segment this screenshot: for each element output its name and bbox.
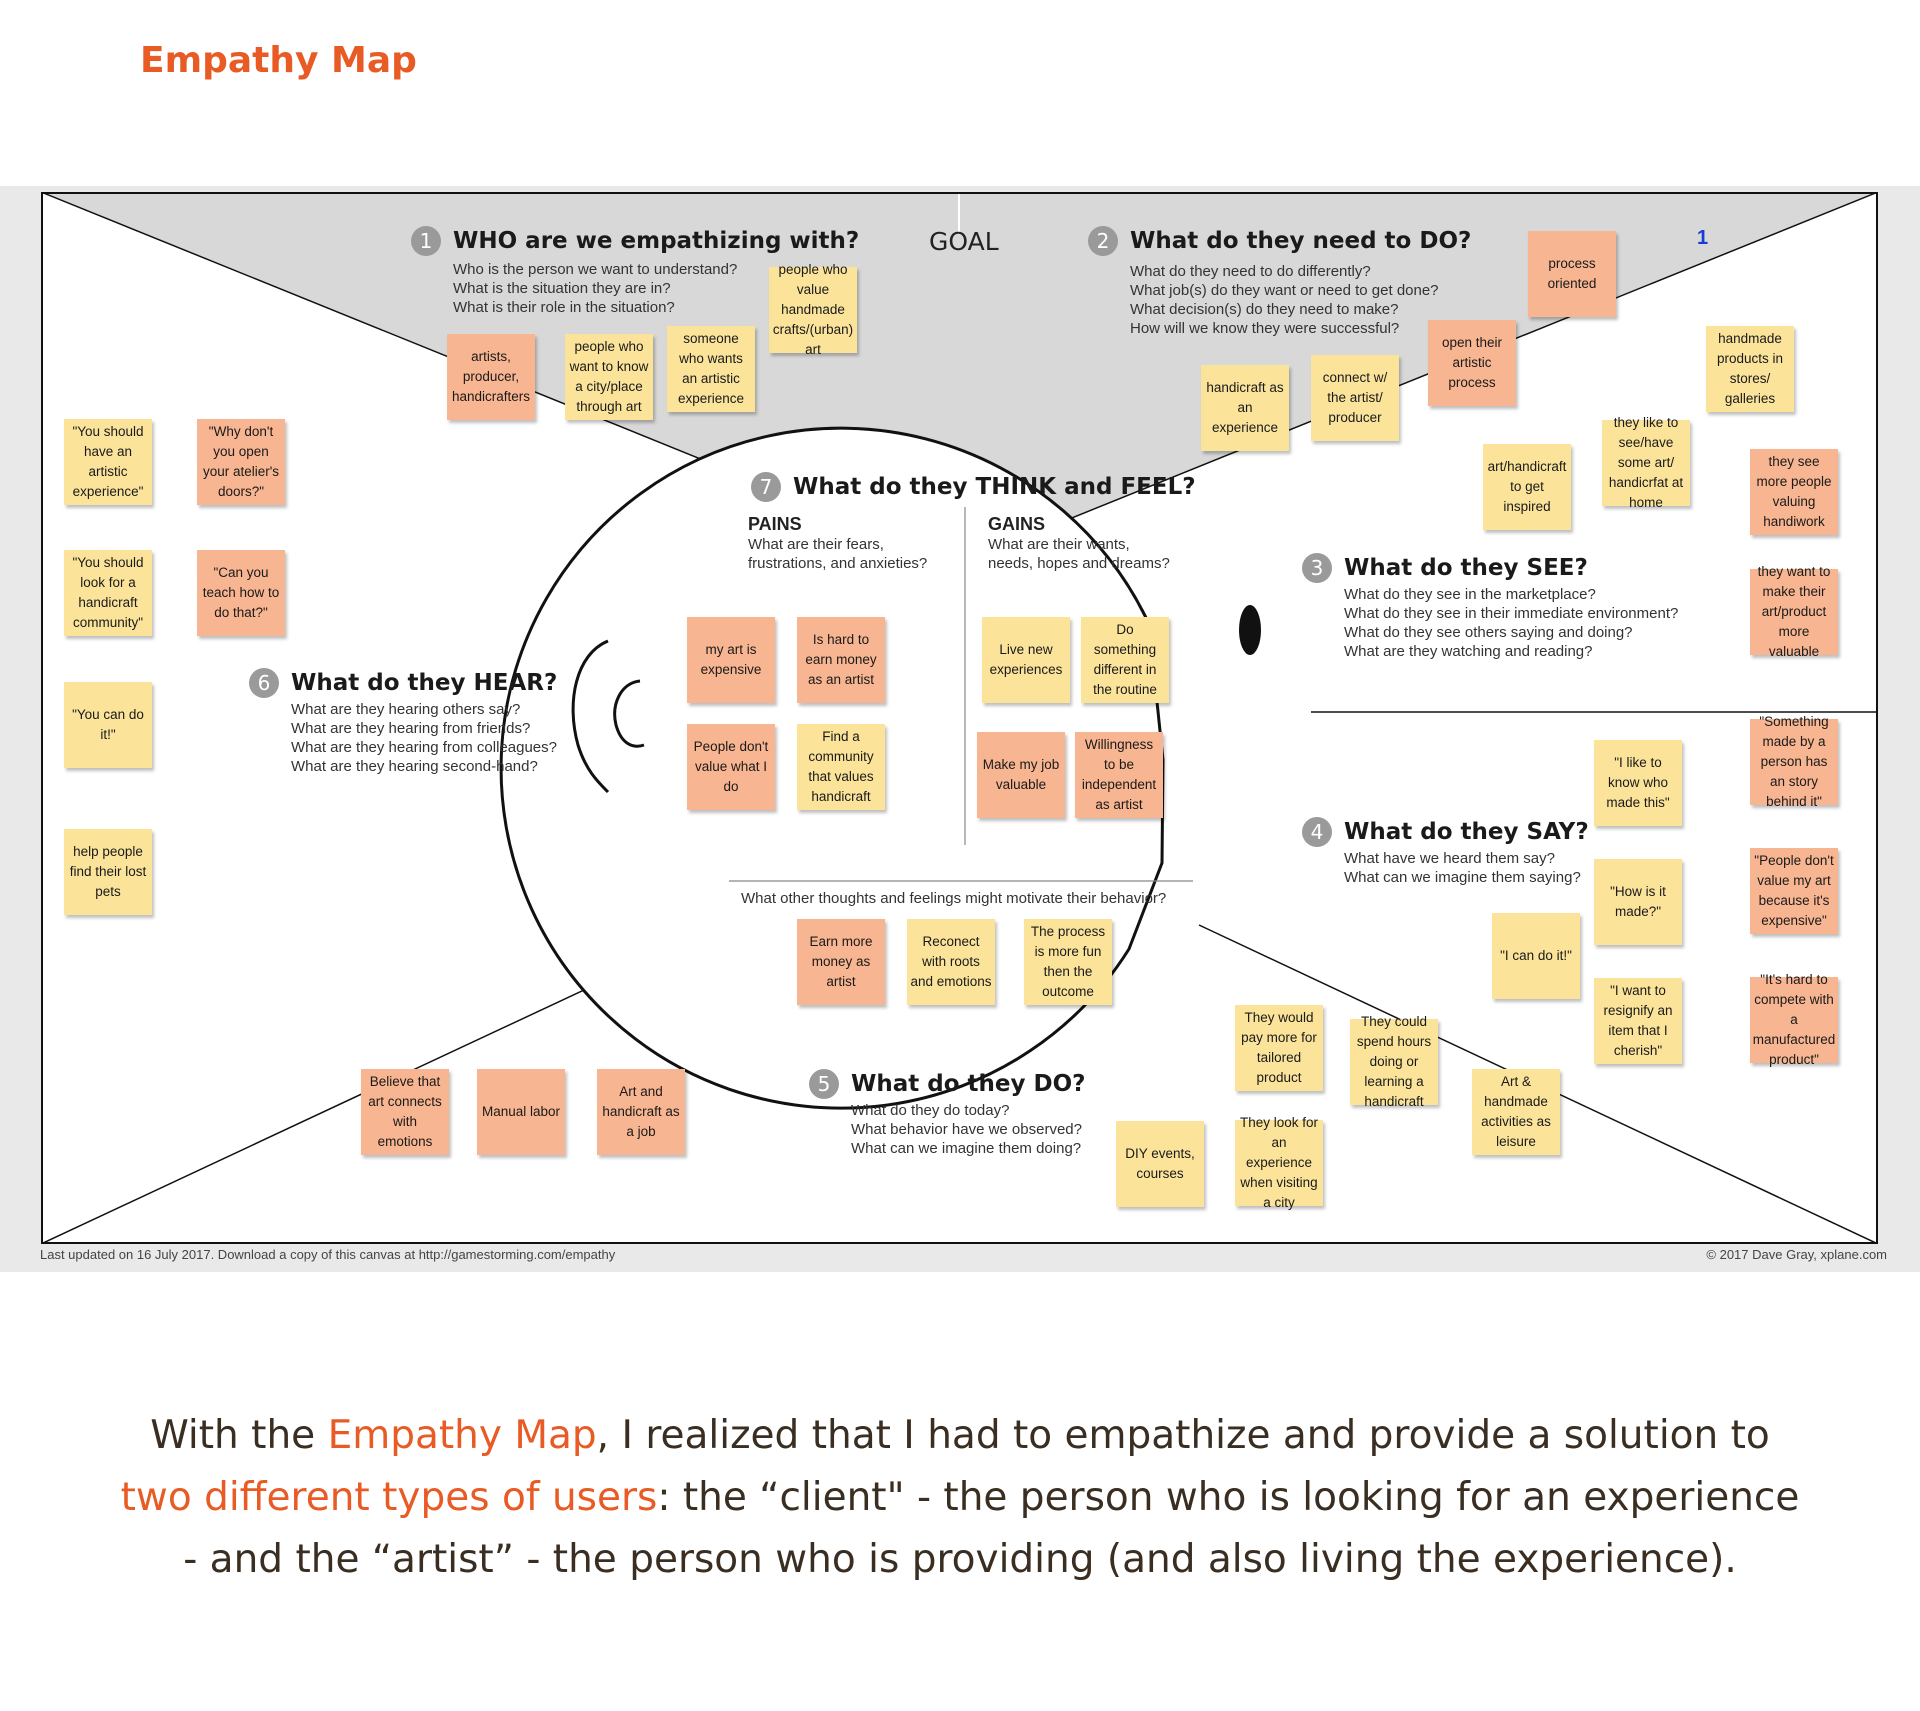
section-title: What do they THINK and FEEL?: [793, 474, 1196, 500]
goal-label: GOAL: [929, 227, 999, 256]
eye-icon: [1239, 605, 1261, 655]
sticky-note: Is hard to earn money as an artist: [797, 617, 885, 703]
sticky-note: "I can do it!": [1492, 913, 1580, 999]
page-title: Empathy Map: [140, 40, 417, 81]
sticky-note: connect w/ the artist/ producer: [1311, 355, 1399, 441]
sticky-note: "How is it made?": [1594, 859, 1682, 945]
top-section-fill: [41, 192, 1878, 547]
sticky-note: people who value handmade crafts/(urban)…: [769, 262, 857, 357]
sticky-note: they see more people valuing handiwork: [1750, 449, 1838, 535]
sticky-note: help people find their lost pets: [64, 829, 152, 915]
sticky-note: "Can you teach how to do that?": [197, 550, 285, 636]
section-title: What do they HEAR?: [291, 670, 558, 696]
section-title: What do they SEE?: [1344, 555, 1588, 581]
sticky-note: Reconect with roots and emotions: [907, 919, 995, 1005]
pains-block: PAINS What are their fears, frustrations…: [748, 514, 928, 572]
sticky-note: "I like to know who made this": [1594, 740, 1682, 826]
section-title: What do they DO?: [851, 1071, 1086, 1097]
sticky-note: they want to make their art/product more…: [1750, 564, 1838, 659]
sticky-note: "Something made by a person has an story…: [1750, 714, 1838, 809]
sticky-note: Manual labor: [477, 1069, 565, 1155]
sticky-note: open their artistic process: [1428, 320, 1516, 406]
sticky-note: they like to see/have some art/ handicrf…: [1602, 415, 1690, 510]
sticky-note: DIY events, courses: [1116, 1121, 1204, 1207]
gains-block: GAINS What are their wants, needs, hopes…: [988, 514, 1170, 572]
sticky-note: Believe that art connects with emotions: [361, 1069, 449, 1155]
section-title: WHO are we empathizing with?: [453, 228, 860, 254]
sticky-note: handmade products in stores/ galleries: [1706, 326, 1794, 412]
sticky-note: "It's hard to compete with a manufacture…: [1750, 972, 1838, 1067]
sticky-note: "I want to resignify an item that I cher…: [1594, 978, 1682, 1064]
section-number: 1: [411, 226, 441, 256]
page-marker: 1: [1697, 227, 1709, 249]
sticky-note: Do something different in the routine: [1081, 617, 1169, 703]
gains-title: GAINS: [988, 514, 1046, 534]
sticky-note: Art & handmade activities as leisure: [1472, 1069, 1560, 1155]
sticky-note: people who want to know a city/place thr…: [565, 334, 653, 420]
sticky-note: Earn more money as artist: [797, 919, 885, 1005]
caption-highlight: Empathy Map: [327, 1413, 597, 1458]
sticky-note: Art and handicraft as a job: [597, 1069, 685, 1155]
sticky-note: "People don't value my art because it's …: [1750, 848, 1838, 934]
sticky-note: artists, producer, handicrafters: [447, 334, 535, 420]
sticky-note: "Why don't you open your atelier's doors…: [197, 419, 285, 505]
sticky-note: art/handicraft to get inspired: [1483, 444, 1571, 530]
sticky-note: They look for an experience when visitin…: [1235, 1115, 1323, 1210]
sticky-note: Find a community that values handicraft: [797, 724, 885, 810]
sticky-note: Make my job valuable: [977, 732, 1065, 818]
sticky-note: "You should look for a handicraft commun…: [64, 550, 152, 636]
ear-icon: [571, 639, 610, 794]
pains-title: PAINS: [748, 514, 802, 534]
sticky-note: process oriented: [1528, 231, 1616, 317]
caption-highlight: two different types of users: [120, 1475, 658, 1520]
section-title: What do they need to DO?: [1130, 228, 1472, 254]
sticky-note: someone who wants an artistic experience: [667, 326, 755, 412]
sticky-note: "You can do it!": [64, 682, 152, 768]
sticky-note: The process is more fun then the outcome: [1024, 919, 1112, 1005]
sticky-note: People don't value what I do: [687, 724, 775, 810]
sticky-note: They would pay more for tailored product: [1235, 1005, 1323, 1091]
sticky-note: handicraft as an experience: [1201, 365, 1289, 451]
sticky-note: They could spend hours doing or learning…: [1350, 1014, 1438, 1109]
sticky-note: Willingness to be independent as artist: [1075, 732, 1163, 818]
sticky-note: my art is expensive: [687, 617, 775, 703]
sticky-note: Live new experiences: [982, 617, 1070, 703]
caption: With the Empathy Map, I realized that I …: [120, 1413, 1800, 1582]
footer-credit: Last updated on 16 July 2017. Download a…: [40, 1247, 616, 1262]
section-title: What do they SAY?: [1344, 819, 1589, 845]
footer-copyright: © 2017 Dave Gray, xplane.com: [1706, 1247, 1887, 1262]
other-thoughts-label: What other thoughts and feelings might m…: [741, 890, 1167, 907]
sticky-note: "You should have an artistic experience": [64, 419, 152, 505]
